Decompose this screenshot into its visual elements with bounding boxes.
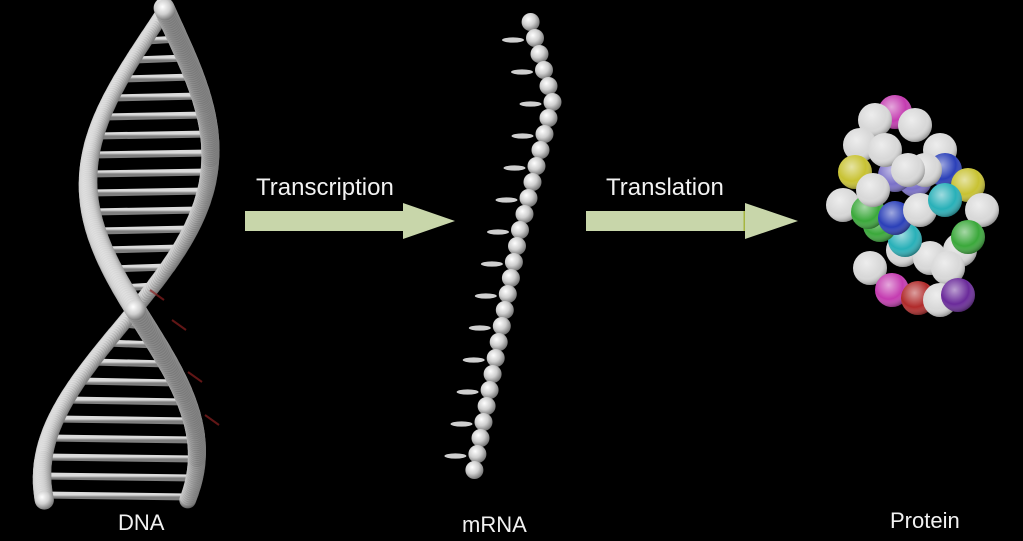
mrna-base [503, 165, 526, 171]
dna-base-pair [44, 434, 200, 444]
mrna-strand-icon [444, 13, 562, 479]
dna-base-pair [98, 244, 184, 254]
dna-base-pair [84, 168, 213, 178]
translation-arrow-icon [586, 203, 798, 239]
dna-double-helix-icon [32, 0, 220, 510]
dna-base-pair [74, 377, 181, 387]
mrna-base [480, 261, 503, 267]
protein-label: Protein [890, 508, 960, 533]
folded-protein-icon [826, 95, 999, 317]
dna-base-pair [52, 415, 196, 425]
mrna-base [450, 421, 473, 427]
mrna-base [474, 293, 497, 299]
translation-label: Translation [606, 174, 724, 201]
mrna-base [444, 453, 467, 459]
dna-base-pair [38, 472, 199, 482]
dna-base-pair [99, 111, 210, 121]
dna-base-pair [40, 453, 201, 463]
dna-base-pair [118, 73, 198, 83]
transcription-arrow-icon [245, 203, 455, 239]
dna-base-pair [84, 187, 210, 197]
mrna-base [462, 357, 485, 363]
mrna-base [468, 325, 491, 331]
transcription-label: Transcription [256, 174, 394, 201]
mrna-base [511, 133, 534, 139]
mrna-base [519, 101, 542, 107]
dna-base-pair [87, 206, 203, 216]
mrna-base [511, 69, 533, 75]
dna-base-pair [108, 92, 205, 102]
mrna-base [456, 389, 479, 395]
dna-base-pair [62, 396, 190, 406]
mrna-base [495, 197, 518, 203]
dna-base-pair [92, 130, 213, 140]
dna-label: DNA [118, 510, 165, 535]
dna-base-pair [91, 225, 195, 235]
dna-base-pair [88, 358, 171, 368]
dna-base-pair [87, 149, 214, 159]
mrna-base [487, 229, 509, 235]
mrna-label: mRNA [462, 512, 527, 537]
mrna-base [502, 37, 524, 43]
dna-base-pair [39, 491, 194, 501]
